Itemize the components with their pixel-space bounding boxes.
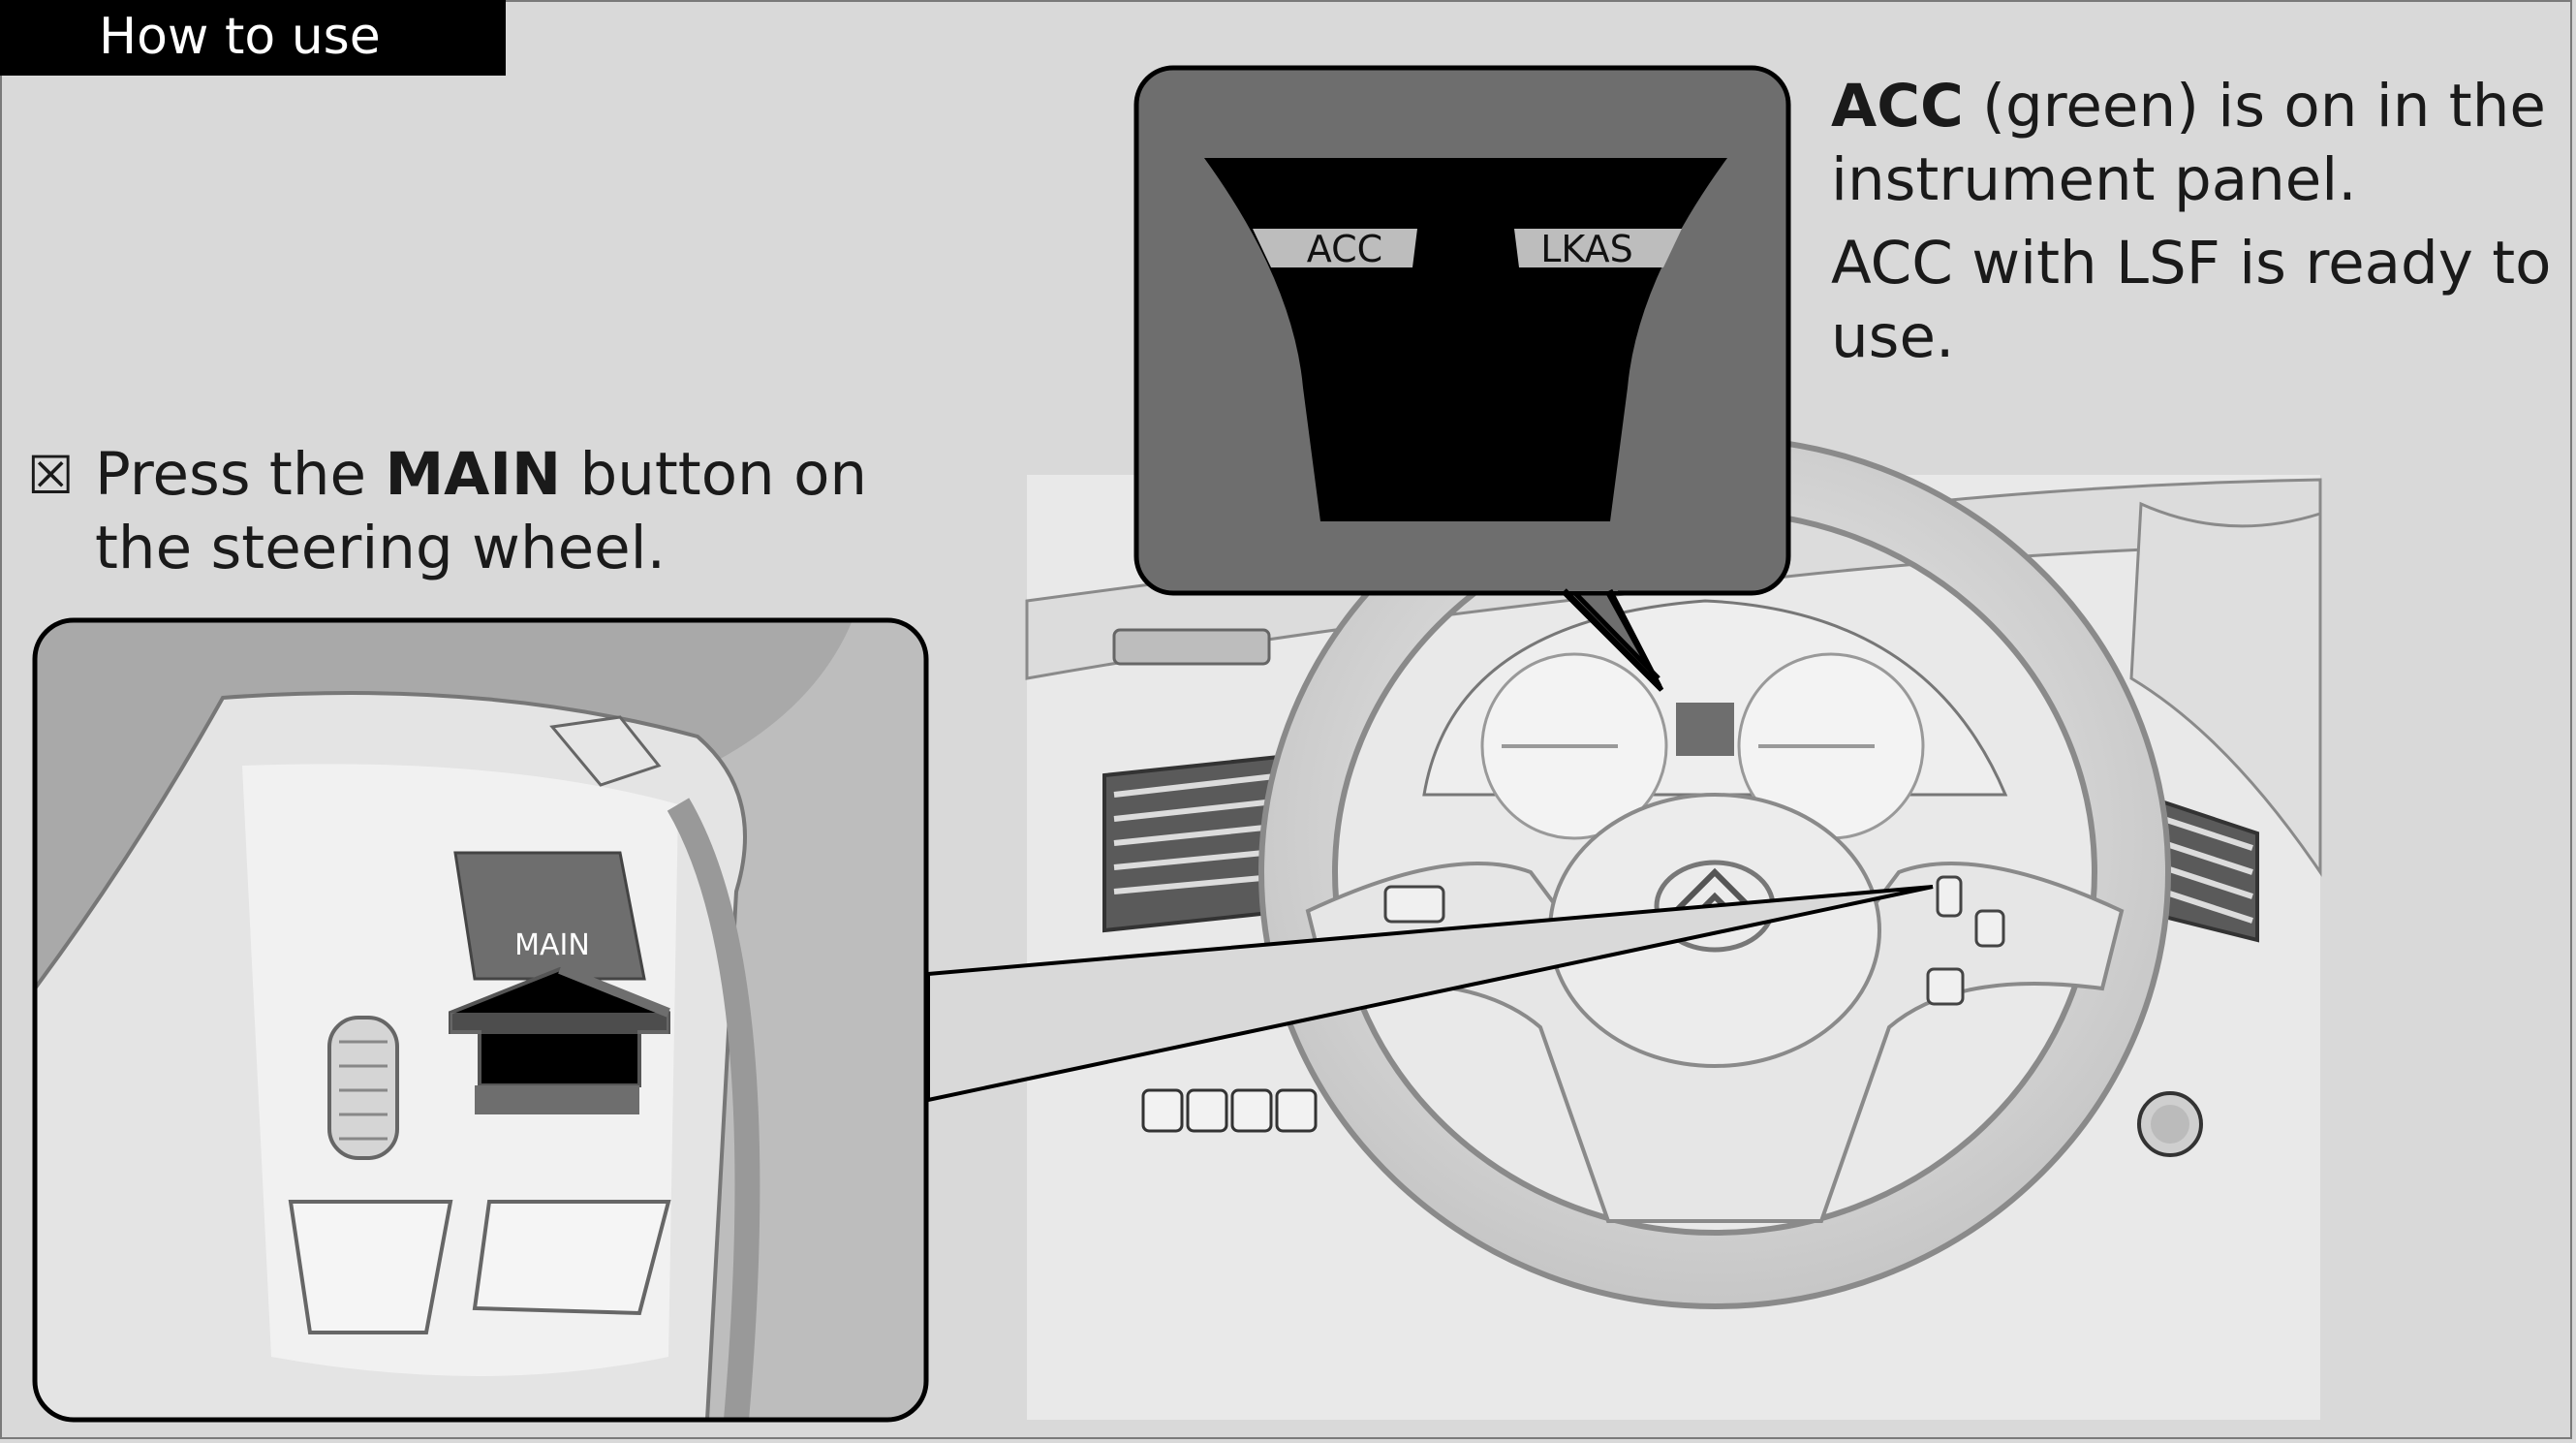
status-paragraph-1: ACC (green) is on in the instrument pane… xyxy=(1831,70,2567,217)
step-text: Press the MAIN button on the steering wh… xyxy=(95,438,967,585)
step-main-bold: MAIN xyxy=(385,440,562,509)
acc-indicator xyxy=(1253,229,1417,267)
cluster-display xyxy=(1676,703,1734,756)
status-description: ACC (green) is on in the instrument pane… xyxy=(1831,70,2567,374)
closeup-frame xyxy=(32,617,929,1423)
closeup-rim-edge xyxy=(667,798,760,1420)
status-p1-rest: (green) is on in the instrument panel. xyxy=(1831,72,2546,214)
lower-switch-left xyxy=(288,1200,453,1334)
status-paragraph-2: ACC with LSF is ready to use. xyxy=(1831,229,2552,371)
acc-indicator-label: ACC xyxy=(1307,228,1382,270)
main-button-label: MAIN xyxy=(514,928,590,962)
thumbwheel xyxy=(327,1016,399,1160)
lower-switch-right xyxy=(472,1200,671,1316)
closeup-inset: MAIN xyxy=(32,617,929,1423)
step-line2: the steering wheel. xyxy=(95,514,667,582)
step-line1-post: button on xyxy=(561,440,868,509)
top-vent xyxy=(1112,628,1271,666)
step-line1-pre: Press the xyxy=(95,440,386,509)
section-tab: How to use xyxy=(0,0,506,76)
instrument-cluster xyxy=(1422,599,2008,840)
right-windshield-pillar xyxy=(2129,501,2322,877)
left-spoke-switches xyxy=(1383,885,1445,924)
right-spoke-switches xyxy=(1936,875,1963,918)
console-buttons xyxy=(1141,1088,1318,1133)
paddle-shifter xyxy=(549,715,662,787)
main-button xyxy=(453,851,646,981)
display-callout: ACC LKAS xyxy=(1133,65,1791,692)
section-tab-label: How to use xyxy=(99,8,381,66)
lkas-indicator xyxy=(1514,229,1682,267)
checkbox-icon: ☒ xyxy=(27,445,75,506)
lkas-indicator-label: LKAS xyxy=(1540,228,1633,270)
status-acc-bold: ACC xyxy=(1831,72,1964,141)
